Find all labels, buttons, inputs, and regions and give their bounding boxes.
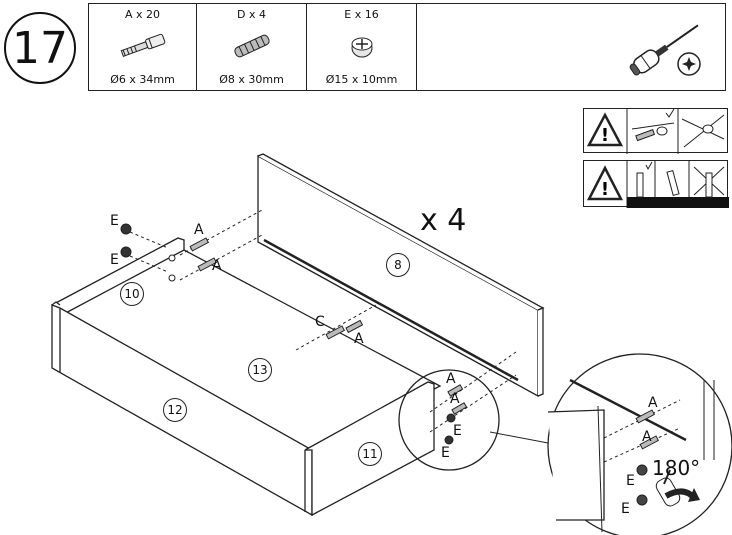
left-fittings	[120, 223, 218, 282]
step-number-text: 17	[12, 22, 68, 74]
label-a: A	[450, 391, 460, 407]
part-a-size: Ø6 x 34mm	[110, 73, 175, 86]
part-a-qty: A x 20	[124, 8, 161, 21]
label-a: A	[194, 222, 204, 238]
part-e-qty: E x 16	[344, 8, 379, 21]
multiplier-label: x 4	[420, 203, 467, 238]
warning-triangle-icon: !	[586, 112, 624, 147]
center-fittings	[325, 319, 364, 340]
panel-label-11: 11	[358, 442, 382, 466]
warning-box-top: !	[583, 108, 728, 154]
label-e: E	[626, 473, 635, 489]
phillips-screwdriver-icon	[629, 24, 701, 76]
panel-label-13: 13	[248, 358, 272, 382]
rotation-label: 180°	[652, 456, 701, 480]
label-e: E	[110, 213, 119, 229]
wooden-dowel-icon	[234, 34, 270, 58]
cam-lock-icon	[351, 37, 373, 58]
guide-lines	[129, 209, 517, 433]
panel-label-8: 8	[386, 253, 410, 277]
part-e-cell: E x 16 Ø15 x 10mm	[307, 4, 417, 90]
warning-triangle-icon: !	[586, 165, 624, 201]
detail-circle-small	[398, 369, 500, 471]
detail-circle-large	[547, 353, 732, 535]
label-a: A	[212, 258, 222, 274]
part-d-qty: D x 4	[237, 8, 266, 21]
panel-label-10: 10	[120, 282, 144, 306]
label-a: A	[642, 429, 652, 445]
part-d-cell: D x 4 Ø8 x 30mm	[197, 4, 307, 90]
label-e: E	[441, 445, 450, 461]
detail-small-fittings	[444, 384, 468, 445]
label-a: A	[446, 371, 456, 387]
svg-text:!: !	[601, 179, 609, 200]
step-number: 17	[4, 12, 76, 84]
svg-text:!: !	[601, 125, 609, 146]
label-e: E	[110, 252, 119, 268]
parts-table: A x 20 Ø6 x 34mm D x 4 Ø8 x 30mm E x 16	[88, 3, 726, 91]
part-d-size: Ø8 x 30mm	[219, 73, 284, 86]
warning-box-bottom: !	[583, 160, 729, 208]
label-a: A	[354, 331, 364, 347]
part-a-cell: A x 20 Ø6 x 34mm	[89, 4, 197, 90]
screw-dowel-icon	[120, 33, 166, 57]
label-e: E	[621, 501, 630, 517]
label-c: C	[315, 314, 325, 330]
label-e: E	[453, 423, 462, 439]
label-a: A	[648, 395, 658, 411]
panel-label-12: 12	[163, 398, 187, 422]
part-e-size: Ø15 x 10mm	[325, 73, 398, 86]
